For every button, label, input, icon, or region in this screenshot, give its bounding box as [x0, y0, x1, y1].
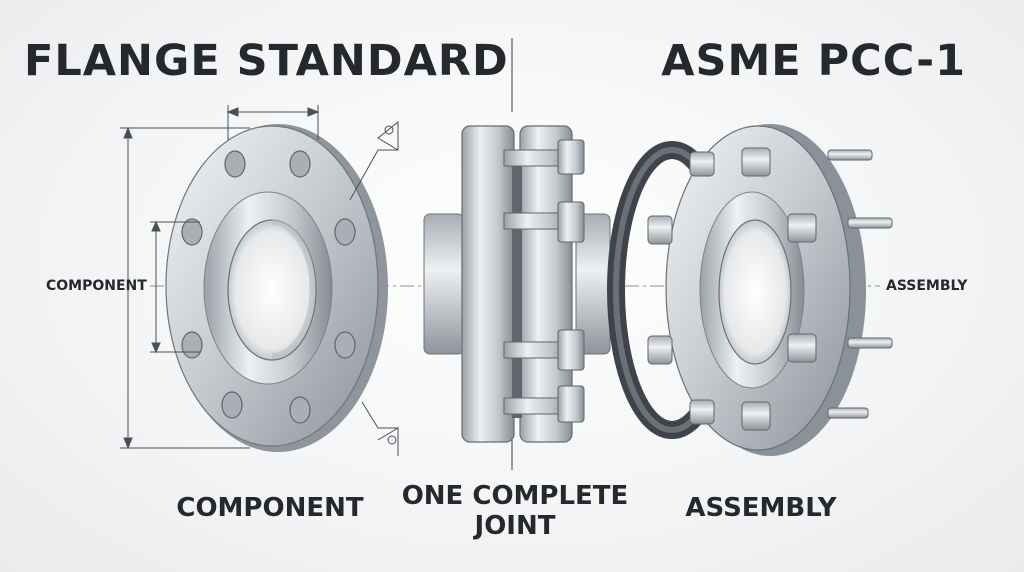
title-flange-standard: FLANGE STANDARD: [24, 36, 509, 86]
dimension-lines: [120, 105, 320, 450]
component-caption: COMPONENT: [176, 493, 364, 523]
assembly-caption: ASSEMBLY: [685, 493, 837, 523]
weld-symbol-icon: [349, 120, 399, 456]
assembly-callout-label: ASSEMBLY: [886, 278, 968, 294]
joint-caption-line-2: JOINT: [474, 511, 556, 541]
joint-caption: ONE COMPLETE JOINT: [400, 481, 630, 541]
title-asme-pcc-1: ASME PCC-1: [661, 36, 966, 86]
joint-caption-line-1: ONE COMPLETE: [401, 481, 629, 511]
flange-pair-icon: [423, 125, 611, 443]
flange-icon: [165, 124, 388, 452]
flange-assembly: [647, 124, 893, 456]
component-callout-label: COMPONENT: [46, 278, 147, 294]
